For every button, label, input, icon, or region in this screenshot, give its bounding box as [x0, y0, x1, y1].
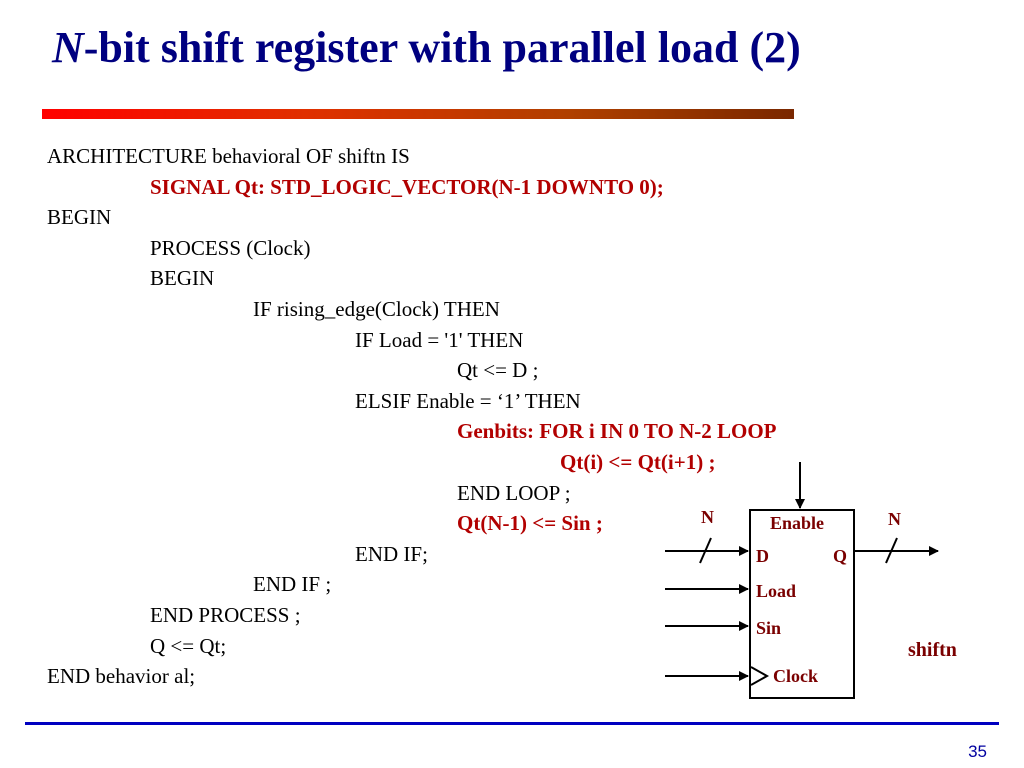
code-line-end-loop: END LOOP ; [457, 481, 571, 505]
code-line-qt-msb-sin: Qt(N-1) <= Sin ; [457, 511, 603, 535]
code-line-end-architecture: END behavior al; [47, 664, 196, 688]
code-line-if-rising-edge: IF rising_edge(Clock) THEN [253, 297, 500, 321]
code-line-end-if-inner: END IF; [355, 542, 428, 566]
q-port-label: Q [833, 546, 847, 566]
q-bus-slash [885, 537, 898, 564]
output-bus-width-label: N [888, 509, 901, 529]
code-line-end-if-outer: END IF ; [253, 572, 332, 596]
entity-name-label: shiftn [908, 639, 957, 661]
code-line-signal: SIGNAL Qt: STD_LOGIC_VECTOR(N-1 DOWNTO 0… [150, 175, 664, 199]
slide-title: N-bit shift register with parallel load … [52, 22, 801, 75]
code-line-process: PROCESS (Clock) [150, 236, 311, 260]
code-line-qt-assign-d: Qt <= D ; [457, 358, 539, 382]
shiftn-box [749, 509, 855, 699]
shiftn-block-diagram: Enable D Q Load Sin Clock N N shiftn [665, 462, 957, 699]
code-line-qt-shift: Qt(i) <= Qt(i+1) ; [560, 450, 716, 474]
code-line-genbits-loop: Genbits: FOR i IN 0 TO N-2 LOOP [457, 419, 777, 443]
title-underline [42, 109, 794, 119]
code-line-elsif-enable: ELSIF Enable = ‘1’ THEN [355, 389, 581, 413]
sin-port-label: Sin [756, 618, 781, 638]
d-bus-slash [699, 537, 712, 564]
clock-edge-symbol [750, 666, 770, 686]
load-port-label: Load [756, 581, 796, 601]
title-italic-n: N [52, 23, 84, 72]
page-number: 35 [968, 742, 987, 761]
code-line-process-begin: BEGIN [150, 266, 215, 290]
clock-port-label: Clock [773, 666, 818, 686]
code-line-if-load: IF Load = '1' THEN [355, 328, 524, 352]
code-line-architecture: ARCHITECTURE behavioral OF shiftn IS [47, 144, 410, 168]
title-text: -bit shift register with parallel load (… [83, 23, 801, 72]
code-line-begin: BEGIN [47, 205, 112, 229]
footer-rule [25, 722, 999, 725]
enable-label: Enable [770, 513, 824, 533]
code-line-end-process: END PROCESS ; [150, 603, 301, 627]
input-bus-width-label: N [701, 507, 714, 527]
d-port-label: D [756, 546, 769, 566]
code-line-q-assign: Q <= Qt; [150, 634, 227, 658]
